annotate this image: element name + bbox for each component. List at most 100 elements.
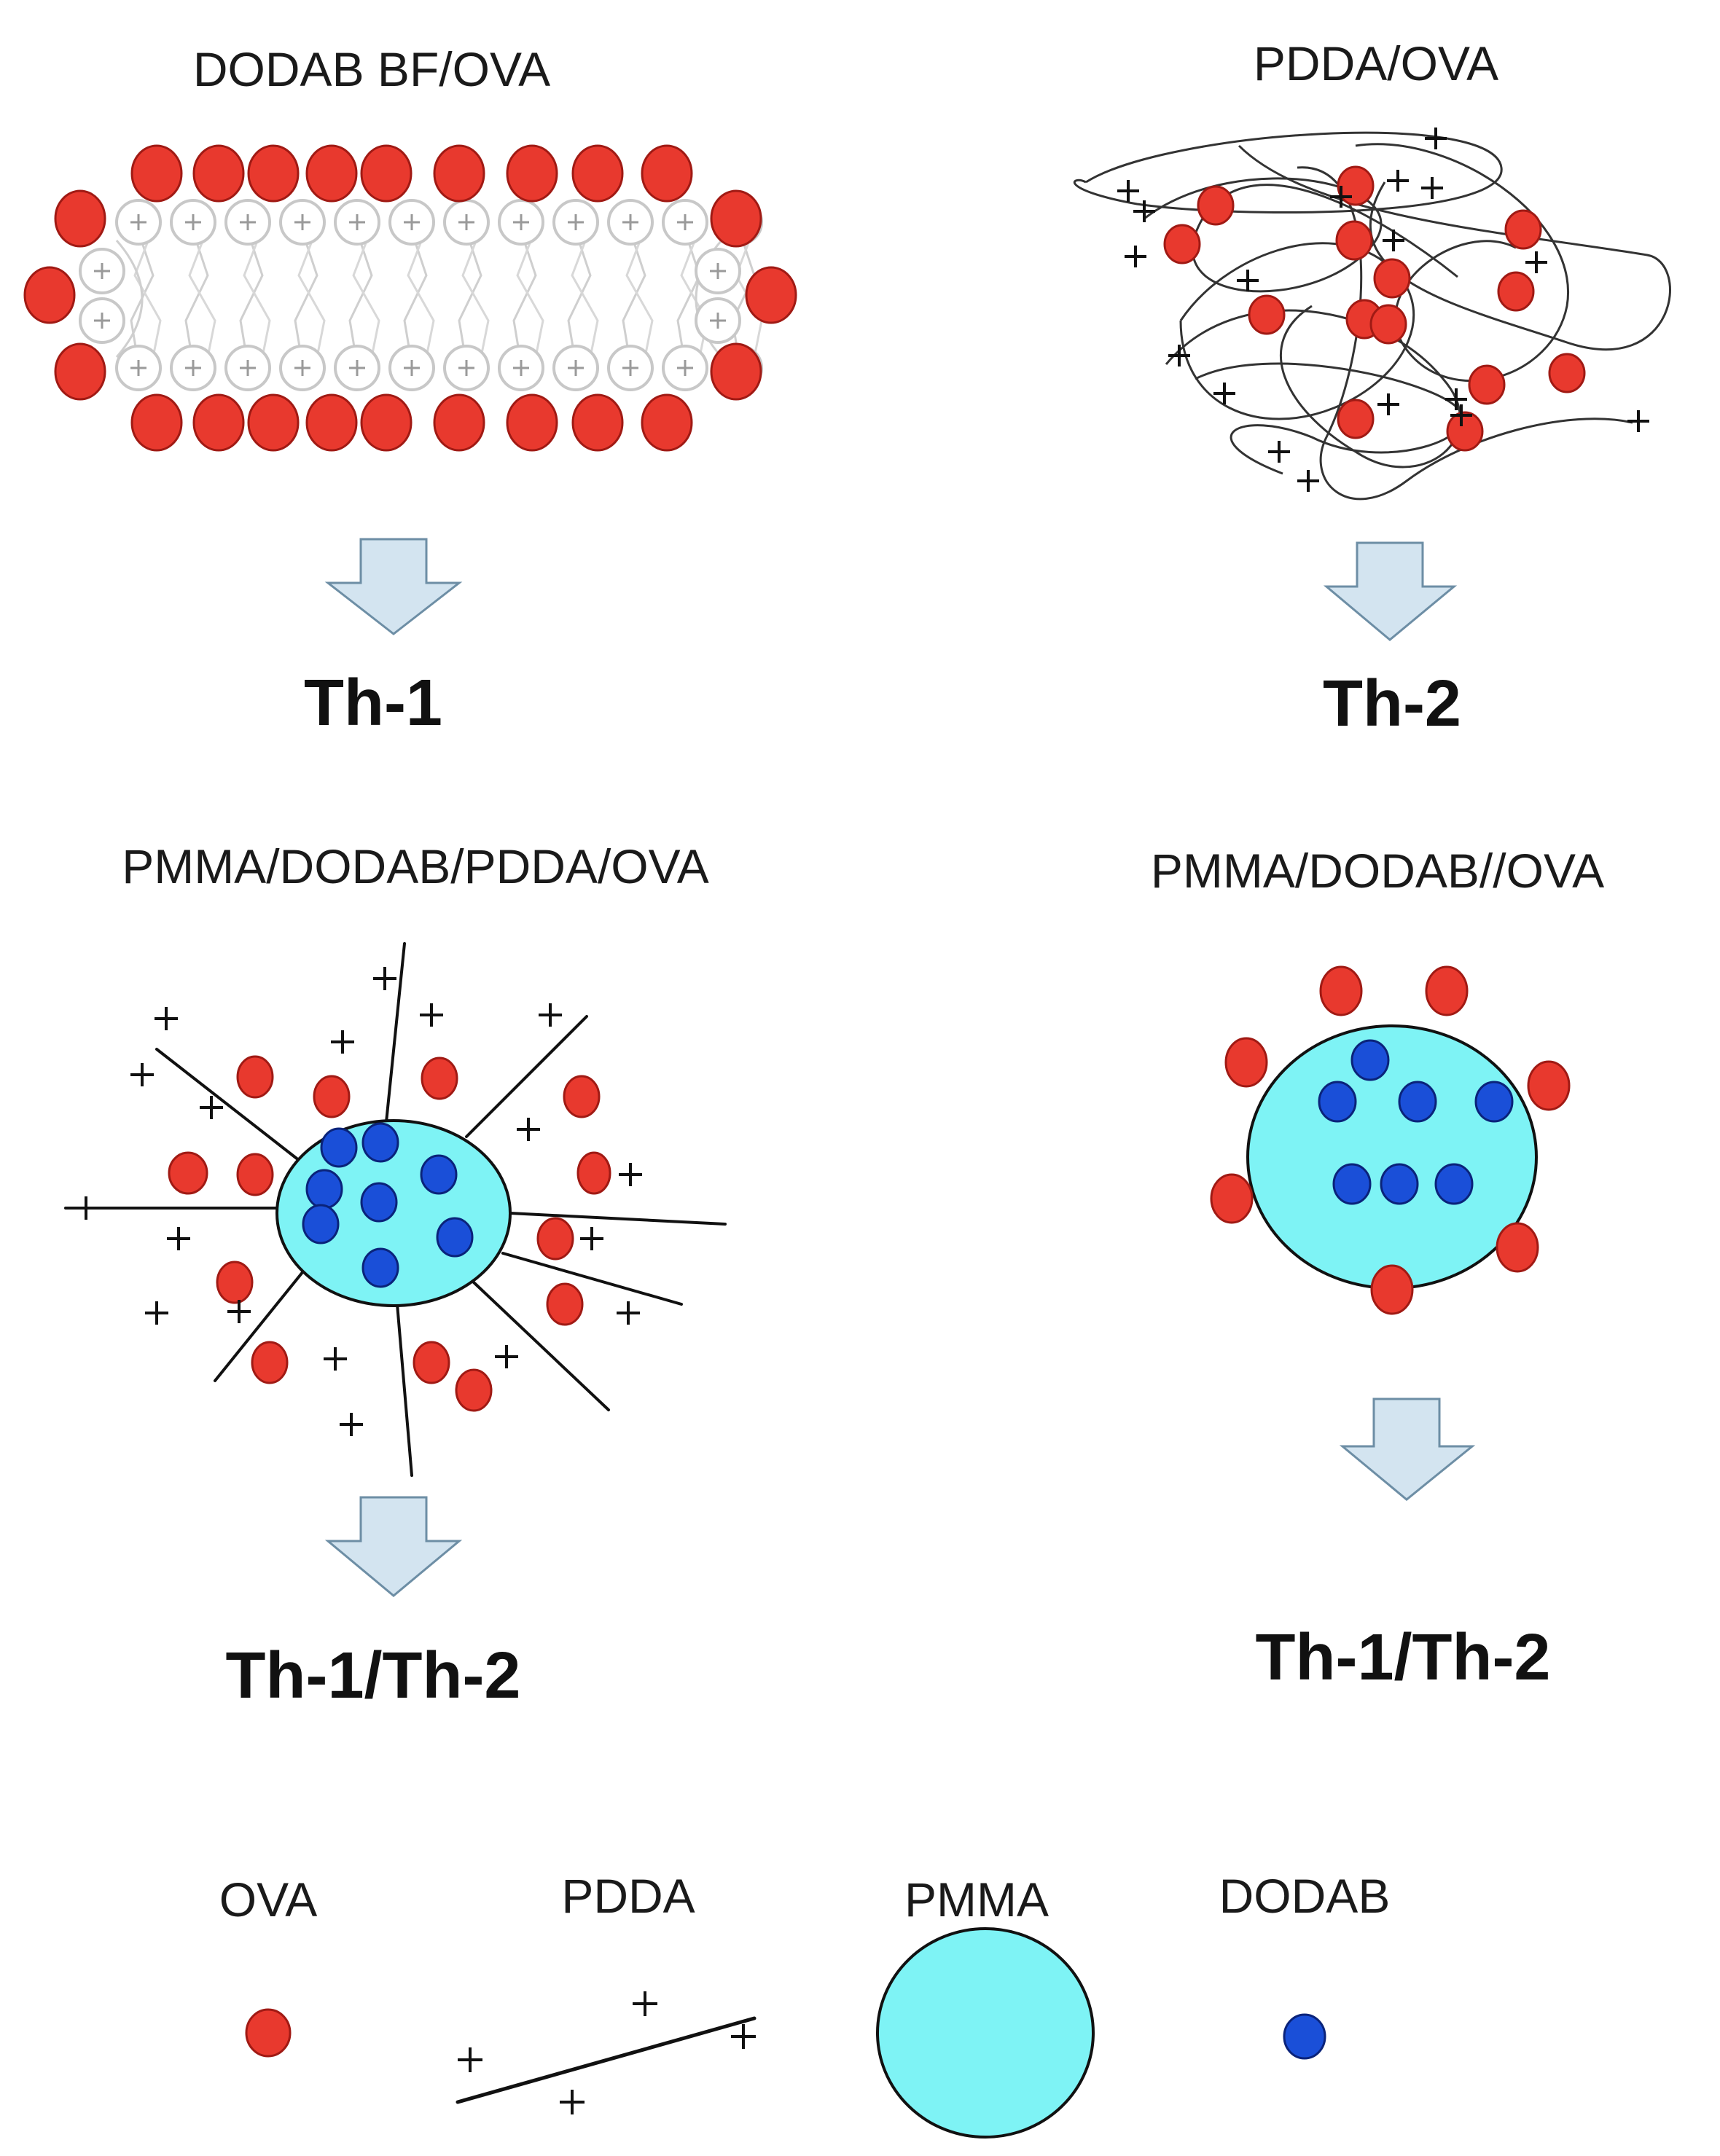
ova-particle <box>641 144 693 203</box>
positive-charge <box>677 214 693 230</box>
lipid-tail <box>516 231 544 365</box>
positive-charge <box>513 360 529 376</box>
pmma-dodab-pdda-ova-particle <box>64 942 727 1477</box>
positive-charge <box>1330 186 1352 208</box>
ova-particle <box>216 1261 254 1304</box>
positive-charge <box>185 214 201 230</box>
ova-particle <box>506 393 558 452</box>
positive-charge <box>331 1030 354 1054</box>
result-th2: Th-2 <box>1323 667 1461 740</box>
ova-particle <box>236 1055 274 1099</box>
ova-particle <box>1335 220 1373 261</box>
lipid-tail <box>571 231 599 365</box>
positive-charge <box>130 360 146 376</box>
ova-particle <box>360 393 413 452</box>
ova-particle <box>192 144 245 203</box>
ova-particle <box>236 1153 274 1196</box>
ova-particle <box>247 393 300 452</box>
ova-particle <box>1369 304 1407 345</box>
lipid-tail <box>243 231 271 365</box>
positive-charge <box>1268 441 1290 463</box>
positive-charge <box>1237 270 1259 291</box>
dodab-particle <box>1350 1039 1390 1081</box>
result-th1-th2-left: Th-1/Th-2 <box>226 1639 521 1712</box>
positive-charge <box>1387 170 1409 192</box>
ova-particle <box>1504 209 1542 250</box>
positive-charge <box>517 1118 540 1141</box>
positive-charge <box>1377 393 1399 415</box>
positive-charge <box>420 1003 443 1027</box>
ova-particle <box>745 266 797 324</box>
lipid-tail <box>184 231 209 365</box>
dodab-particle <box>305 1169 343 1210</box>
ova-particle <box>130 144 183 203</box>
positive-charge <box>1425 128 1447 149</box>
dodab-bilayer-fragment <box>23 144 797 452</box>
pdda-chain <box>472 1281 610 1411</box>
ova-particle <box>413 1341 450 1384</box>
title-pmma-dodab-pdda-ova: PMMA/DODAB/PDDA/OVA <box>122 839 709 893</box>
arrow-th1-th2-left <box>324 1496 463 1597</box>
lipid-tail <box>403 231 428 365</box>
positive-charge <box>1627 410 1649 432</box>
positive-charge <box>155 1007 178 1030</box>
positive-charge <box>200 1096 223 1119</box>
positive-charge <box>560 2090 585 2114</box>
positive-charge <box>458 214 474 230</box>
dodab-particle <box>1283 2013 1326 2060</box>
positive-charge <box>1125 246 1146 267</box>
pmma-dodab-ova-particle <box>1210 965 1571 1315</box>
lipid-tail <box>115 240 144 358</box>
dodab-particle <box>1380 1163 1419 1205</box>
ova-particle <box>433 393 485 452</box>
down-arrow-icon <box>1323 541 1458 641</box>
positive-charge <box>1450 404 1472 426</box>
positive-charge <box>74 1196 98 1220</box>
positive-charge <box>404 360 420 376</box>
positive-charge <box>677 360 693 376</box>
pdda-chain <box>396 1303 413 1477</box>
positive-charge <box>495 1345 518 1368</box>
positive-charge <box>340 1413 363 1436</box>
arrow-th1-th2-right <box>1339 1398 1476 1501</box>
pdda-chain <box>155 1048 308 1167</box>
positive-charge <box>145 1301 168 1325</box>
positive-charge <box>349 214 365 230</box>
dodab-particle <box>302 1204 340 1244</box>
pdda-chain <box>1238 144 1671 351</box>
lipid-tail <box>625 231 654 365</box>
dodab-particle <box>1318 1081 1357 1123</box>
lipid-tail <box>407 231 435 365</box>
positive-charge <box>167 1227 190 1250</box>
positive-charge <box>458 360 474 376</box>
positive-charge <box>240 214 256 230</box>
result-th1: Th-1 <box>304 667 442 740</box>
ova-particle <box>1496 1222 1539 1273</box>
ova-particle <box>1197 185 1235 226</box>
pdda-chain <box>385 942 406 1124</box>
ova-particle <box>1468 364 1506 405</box>
lipid-tail <box>348 231 373 365</box>
pdda-chain <box>1195 362 1464 475</box>
lipid-tail <box>567 231 592 365</box>
dodab-particle <box>420 1154 458 1195</box>
ova-particle <box>641 393 693 452</box>
dodab-particle <box>361 1122 399 1163</box>
ova-particle <box>1248 294 1286 335</box>
positive-charge <box>324 1347 347 1371</box>
ova-particle <box>247 144 300 203</box>
legend-label-dodab: DODAB <box>1219 1869 1391 1923</box>
dodab-particle <box>320 1127 358 1168</box>
ova-particle <box>360 144 413 203</box>
pdda-chain <box>1144 177 1458 293</box>
positive-charge <box>1117 180 1139 202</box>
positive-charge <box>619 1163 642 1186</box>
pdda-chain <box>1355 143 1570 383</box>
ova-particle <box>305 393 358 452</box>
ova-particle <box>571 144 624 203</box>
pdda-chain <box>214 1266 308 1382</box>
dodab-particle <box>1474 1081 1514 1123</box>
ova-particle <box>54 342 106 401</box>
dodab-particle <box>1434 1163 1474 1205</box>
